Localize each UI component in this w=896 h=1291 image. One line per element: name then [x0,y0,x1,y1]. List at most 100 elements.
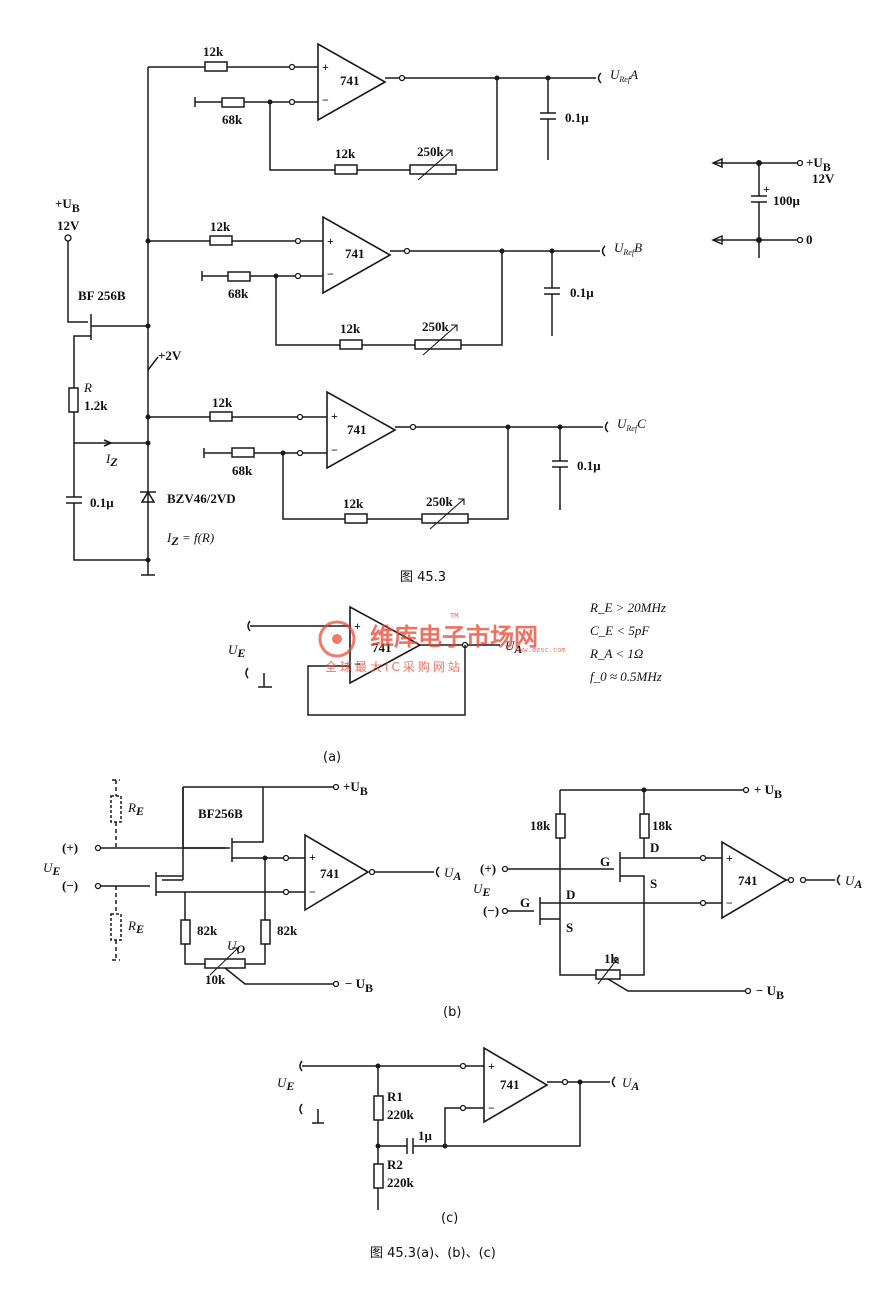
stage-b-opamp [322,215,392,295]
svg-text:G: G [600,854,610,869]
ub-volt: 12V [57,218,80,233]
fig-c-out: UA [622,1075,639,1093]
svg-text:f_0 ≈ 0.5MHz: f_0 ≈ 0.5MHz [590,669,662,684]
fig-b-left-fet: BF256B [198,806,243,821]
fig-b-left-re-bot: RE [127,918,144,936]
svg-text:741: 741 [347,422,367,437]
stage-b-output: URefB [614,240,642,257]
fig-b-left-uo: UO [227,938,245,956]
svg-text:−: − [327,267,334,281]
supply-decoupling: +UB 12V + 100μ 0 [711,155,835,258]
svg-text:0: 0 [806,232,813,247]
svg-text:0.1μ: 0.1μ [570,285,594,300]
svg-text:−: − [354,657,361,671]
resistor-r [68,387,79,413]
svg-text:741: 741 [500,1077,520,1092]
svg-text:82k: 82k [197,923,218,938]
figure-b-right: + UB 18k 18k G D S (+) UE (−) G D S + − … [473,782,862,1002]
current-arrow-icon [103,439,113,447]
zener-label: BZV46/2VD [167,491,236,506]
stage-b: 12k 68k + − 741 12k 250k 0.1μ URefB [145,215,642,356]
fig-b-right-ue: UE [473,881,490,899]
svg-text:R1: R1 [387,1089,403,1104]
svg-text:12k: 12k [343,496,364,511]
svg-text:12k: 12k [340,321,361,336]
svg-text:−: − [726,896,733,910]
svg-text:TM: TM [450,612,458,620]
stage-a-rgnd: 68k [222,112,243,127]
svg-text:−: − [488,1101,495,1115]
stage-a-output: URefA [610,67,638,84]
stage-c-opamp [326,390,397,470]
svg-text:−: − [331,443,338,457]
cap-label: 0.1μ [90,495,114,510]
svg-text:S: S [566,920,573,935]
svg-text:−: − [309,885,316,899]
stage-a-rin: 12k [203,44,224,59]
bottom-caption: 图 45.3(a)、(b)、(c) [370,1246,496,1261]
main-figure-caption: 图 45.3 [400,570,446,585]
fig-a-opamp [349,605,422,685]
svg-text:+: + [354,619,361,633]
fig-b-right-ub: + UB [754,782,782,801]
svg-text:+: + [331,409,338,423]
fig-b-left-neg-ub: − UB [345,976,373,995]
fig-a-caption: (a) [323,750,341,765]
fig-b-left-out: UA [444,865,461,883]
figure-b-left: +UB BF256B (+) (−) UE RE RE + − 741 UA 8… [43,779,461,995]
fig-a-out: UA [505,638,522,656]
reference-voltage-source: +UB 12V BF 256B R 1.2k IZ 0.1μ +2V BZV46… [55,67,236,576]
svg-text:741: 741 [340,73,360,88]
svg-text:(+): (+) [480,861,496,876]
fig-b-right-neg-ub: − UB [756,983,784,1002]
fig-a-ue: UE [228,642,245,660]
svg-text:G: G [520,895,530,910]
fig-b-left-ub: +UB [343,779,368,798]
svg-text:68k: 68k [232,463,253,478]
svg-text:12k: 12k [212,395,233,410]
watermark-slogan: 全球最大IC采购网站 [325,659,463,674]
watermark: 维库电子市场网 TM www.dzsc.com 全球最大IC采购网站 [318,612,566,674]
svg-text:220k: 220k [387,1107,415,1122]
svg-text:68k: 68k [228,286,249,301]
svg-text:S: S [650,876,657,891]
fig-c-opamp [483,1046,549,1124]
fet-label: BF 256B [78,288,126,303]
svg-text:741: 741 [320,866,340,881]
r-name: R [83,380,92,395]
svg-text:www.dzsc.com: www.dzsc.com [515,646,566,654]
svg-text:250k: 250k [426,494,454,509]
fig-b-left-ue: UE [43,860,60,878]
fig-b-left-opamp [304,833,370,912]
fig-b-right-out: UA [845,873,862,891]
svg-text:C_E < 5pF: C_E < 5pF [590,623,650,638]
svg-text:741: 741 [372,640,392,655]
svg-text:0.1μ: 0.1μ [577,458,601,473]
fig-b-caption: (b) [443,1005,461,1020]
svg-text:18k: 18k [530,818,551,833]
figure-c-ac-buffer: UE R1 220k 1μ R2 220k + − 741 UA [277,1046,639,1210]
svg-text:+: + [726,851,733,865]
r-value: 1.2k [84,398,108,413]
svg-text:D: D [566,887,575,902]
stage-a-opamp [317,42,387,122]
svg-text:R_E > 20MHz: R_E > 20MHz [589,600,666,615]
svg-text:220k: 220k [387,1175,415,1190]
stage-a: 12k 68k + − 741 12k 250k 0.1μ URefA [148,42,638,181]
svg-text:R_A < 1Ω: R_A < 1Ω [589,646,643,661]
svg-text:0.1μ: 0.1μ [565,110,589,125]
svg-text:12V: 12V [812,171,835,186]
svg-text:741: 741 [738,873,758,888]
fig-b-right-opamp [721,840,788,920]
svg-text:741: 741 [345,246,365,261]
svg-text:(+): (+) [62,840,78,855]
svg-text:+: + [327,234,334,248]
zener-diode-icon [140,490,156,503]
svg-text:1μ: 1μ [418,1128,433,1143]
fig-b-left-re-top: RE [127,800,144,818]
supply-ub: +UB [806,155,831,174]
stage-c: 12k 68k + − 741 12k 250k 0.1μ URefC [145,390,646,530]
svg-text:+: + [763,182,770,196]
iz-equation: IZ = f(R) [166,530,214,548]
